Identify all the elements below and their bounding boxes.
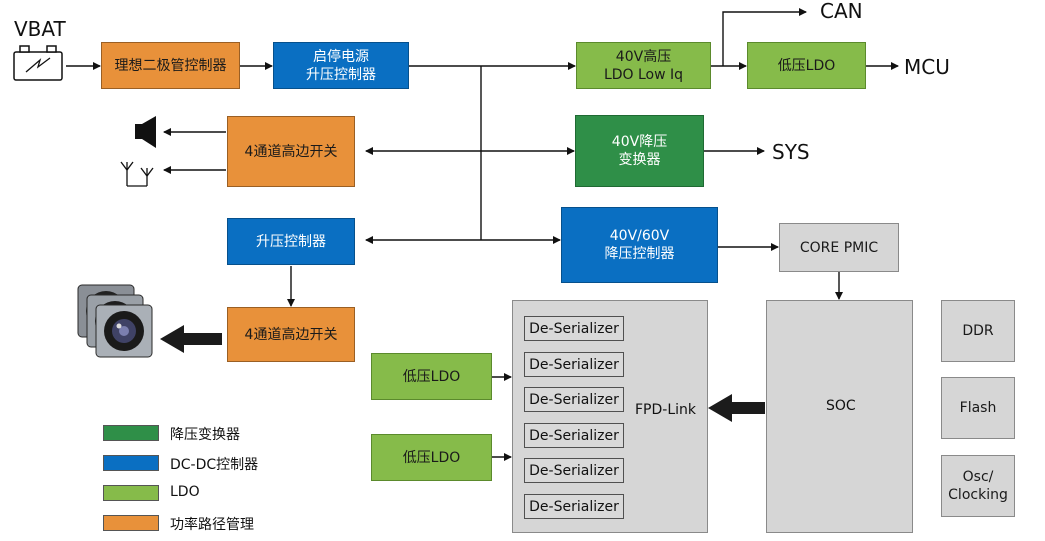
low-voltage-ldo-1: 低压LDO (371, 353, 492, 400)
low-voltage-ldo-2: 低压LDO (371, 434, 492, 481)
ideal-diode-controller: 理想二极管控制器 (101, 42, 240, 89)
start-stop-boost-controller: 启停电源 升压控制器 (273, 42, 409, 89)
legend-swatch (103, 455, 159, 471)
low-voltage-ldo-mcu: 低压LDO (747, 42, 866, 89)
legend-label: 功率路径管理 (170, 517, 254, 533)
high-side-switch-camera: 4通道高边开关 (227, 307, 355, 362)
legend-swatch (103, 485, 159, 501)
vbat-label: VBAT (14, 17, 66, 41)
legend-swatch (103, 425, 159, 441)
battery-icon (13, 45, 63, 81)
arrow-left-icon (708, 394, 765, 422)
de-serializer: De-Serializer (524, 423, 624, 448)
speaker-icon (135, 116, 156, 148)
buck-converter-40v: 40V降压 变换器 (575, 115, 704, 187)
sys-label: SYS (772, 140, 810, 164)
legend-label: DC-DC控制器 (170, 457, 259, 473)
osc-clocking: Osc/ Clocking (941, 455, 1015, 517)
flash: Flash (941, 377, 1015, 439)
wire (722, 8, 807, 66)
core-pmic: CORE PMIC (779, 223, 899, 272)
mcu-label: MCU (904, 55, 950, 79)
legend-label: 降压变换器 (170, 427, 240, 443)
de-serializer: De-Serializer (524, 494, 624, 519)
can-label: CAN (820, 0, 863, 23)
hv-ldo-40v: 40V高压 LDO Low Iq (576, 42, 711, 89)
ddr: DDR (941, 300, 1015, 362)
buck-controller-40v-60v: 40V/60V 降压控制器 (561, 207, 718, 283)
camera-icon (77, 284, 153, 358)
soc-label: SOC (826, 398, 856, 414)
soc: SOC (766, 300, 913, 533)
boost-controller: 升压控制器 (227, 218, 355, 265)
de-serializer: De-Serializer (524, 352, 624, 377)
fpd-link-label: FPD-Link (635, 402, 696, 418)
arrow-left-icon (160, 325, 222, 353)
legend-swatch (103, 515, 159, 531)
de-serializer: De-Serializer (524, 387, 624, 412)
legend-label: LDO (170, 484, 200, 500)
de-serializer: De-Serializer (524, 458, 624, 483)
high-side-switch-top: 4通道高边开关 (227, 116, 355, 187)
antenna-icon (120, 161, 154, 187)
de-serializer: De-Serializer (524, 316, 624, 341)
